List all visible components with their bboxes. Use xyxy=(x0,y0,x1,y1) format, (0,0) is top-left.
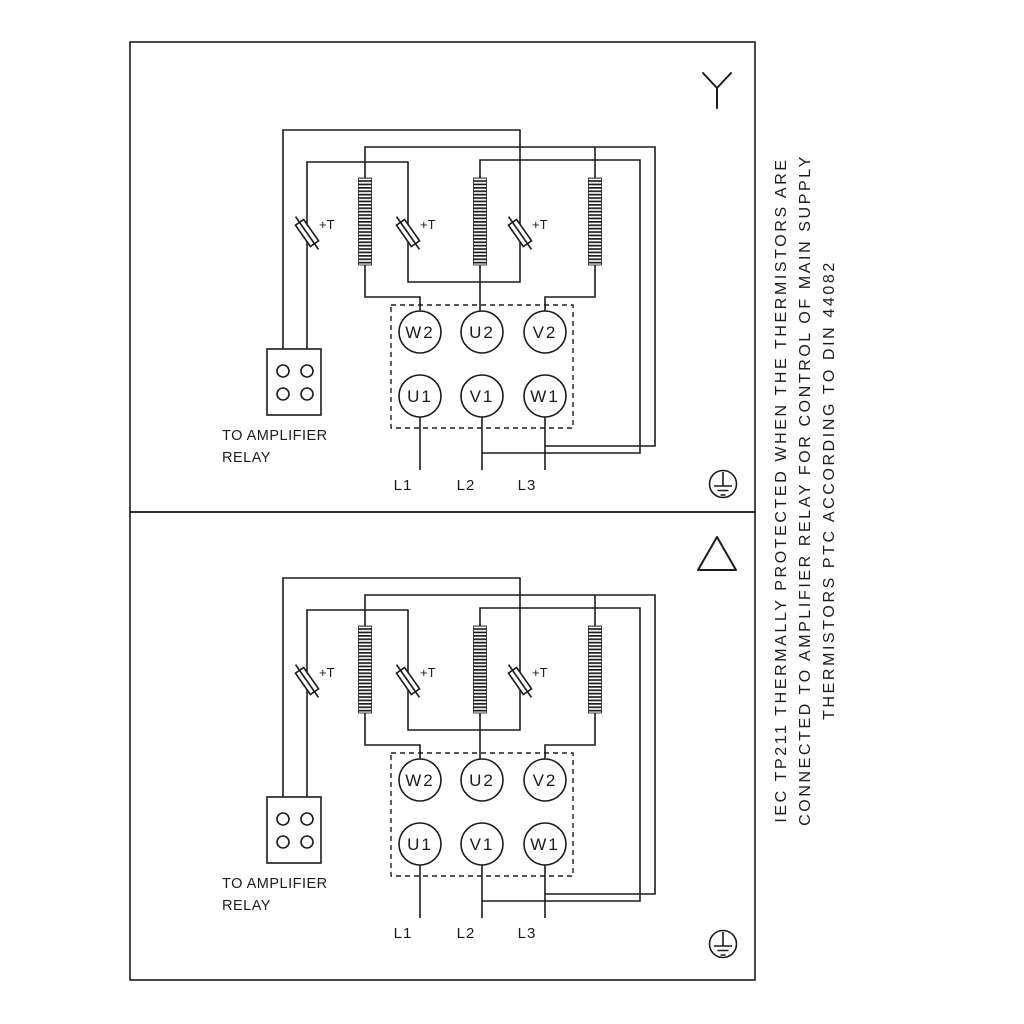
relay-caption-line-1: TO AMPLIFIER xyxy=(222,428,328,444)
terminal-w2 xyxy=(398,758,442,802)
terminal-board-outline xyxy=(390,752,574,877)
earth-ground-icon xyxy=(708,469,738,499)
terminal-v2 xyxy=(523,310,567,354)
terminal-label-w1: W1 xyxy=(530,835,560,854)
motor-winding xyxy=(473,625,487,714)
thermistor-label: +T xyxy=(319,217,335,232)
supply-label-l1: L1 xyxy=(394,477,413,494)
terminal-u2 xyxy=(460,310,504,354)
wire xyxy=(306,609,409,655)
motor-winding xyxy=(358,625,372,714)
supply-label-l2: L2 xyxy=(457,477,476,494)
thermistor-icon xyxy=(507,655,533,707)
thermistor-label: +T xyxy=(319,665,335,680)
terminal-u2 xyxy=(460,758,504,802)
terminal-w2 xyxy=(398,310,442,354)
terminal-label-u1: U1 xyxy=(407,835,433,854)
terminal-label-w2: W2 xyxy=(405,323,435,342)
wire xyxy=(364,265,421,311)
side-note-line-3: THERMISTORS PTC ACCORDING TO DIN 44082 xyxy=(821,260,838,720)
wire xyxy=(282,129,521,349)
terminal-label-v2: V2 xyxy=(533,771,558,790)
relay-caption-line-1: TO AMPLIFIER xyxy=(222,876,328,892)
terminal-w1 xyxy=(523,374,567,418)
supply-label-l3: L3 xyxy=(518,477,537,494)
wire xyxy=(282,577,521,797)
thermistor-icon xyxy=(507,207,533,259)
wire xyxy=(544,713,596,759)
terminal-label-v1: V1 xyxy=(470,835,495,854)
relay-terminal-box xyxy=(266,348,322,416)
thermistor-icon xyxy=(294,207,320,259)
side-note-line-2: CONNECTED TO AMPLIFIER RELAY FOR CONTROL… xyxy=(797,154,814,826)
side-note-line-1: IEC TP211 THERMALLY PROTECTED WHEN THE T… xyxy=(773,157,790,823)
star-symbol-icon xyxy=(702,72,732,109)
supply-label-l3: L3 xyxy=(518,925,537,942)
relay-caption-line-2: RELAY xyxy=(222,450,271,466)
side-note: IEC TP211 THERMALLY PROTECTED WHEN THE T… xyxy=(770,70,842,910)
terminal-u1 xyxy=(398,822,442,866)
relay-caption-line-2: RELAY xyxy=(222,898,271,914)
thermistor-icon xyxy=(395,207,421,259)
supply-label-l1: L1 xyxy=(394,925,413,942)
delta-panel: +T +T +T W2 U2 V2 U1 V1 W1 TO AMPLIFIER … xyxy=(222,577,656,942)
terminal-v1 xyxy=(460,822,504,866)
thermistor-label: +T xyxy=(420,217,436,232)
wire xyxy=(479,159,641,454)
thermistor-label: +T xyxy=(532,665,548,680)
wire xyxy=(479,607,641,902)
motor-winding xyxy=(588,177,602,266)
terminal-label-w1: W1 xyxy=(530,387,560,406)
terminal-w1 xyxy=(523,822,567,866)
motor-winding xyxy=(473,177,487,266)
terminal-label-u1: U1 xyxy=(407,387,433,406)
delta-panel-border xyxy=(129,511,756,981)
terminal-label-u2: U2 xyxy=(469,771,495,790)
motor-winding xyxy=(588,625,602,714)
wire xyxy=(364,713,421,759)
terminal-v2 xyxy=(523,758,567,802)
wire xyxy=(306,161,409,207)
terminal-v1 xyxy=(460,374,504,418)
wire xyxy=(407,259,521,283)
terminal-board-outline xyxy=(390,304,574,429)
terminal-label-v1: V1 xyxy=(470,387,495,406)
relay-terminal-box xyxy=(266,796,322,864)
wire xyxy=(364,594,656,895)
wire xyxy=(364,146,656,447)
terminal-label-u2: U2 xyxy=(469,323,495,342)
supply-label-l2: L2 xyxy=(457,925,476,942)
wire xyxy=(544,265,596,311)
thermistor-label: +T xyxy=(532,217,548,232)
thermistor-label: +T xyxy=(420,665,436,680)
thermistor-icon xyxy=(294,655,320,707)
thermistor-icon xyxy=(395,655,421,707)
terminal-label-w2: W2 xyxy=(405,771,435,790)
earth-ground-icon xyxy=(708,929,738,959)
terminal-u1 xyxy=(398,374,442,418)
terminal-label-v2: V2 xyxy=(533,323,558,342)
wire xyxy=(407,707,521,731)
delta-symbol-icon xyxy=(697,536,737,571)
motor-winding xyxy=(358,177,372,266)
star-panel: +T +T +T W2 U2 V2 U1 V1 W1 TO AMPLIFIER … xyxy=(222,129,656,494)
